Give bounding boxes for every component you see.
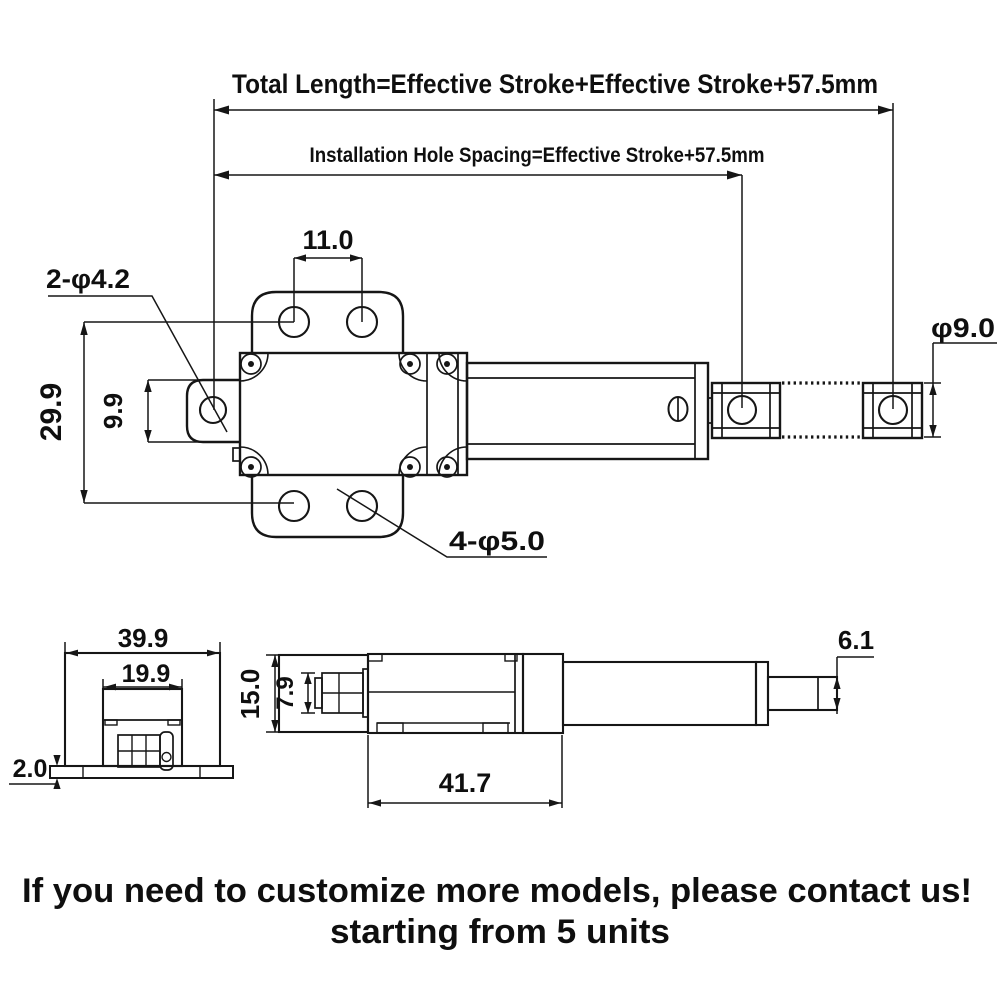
foot [376,722,404,734]
step-notch [167,719,181,726]
wire-connector-stub [232,447,241,462]
footer-line2: starting from 5 units [330,913,670,951]
arrowhead [214,170,229,180]
clevis-block-inner [710,381,782,440]
cylinder-side [561,660,758,727]
dim-label-connector-height: 7.9 [272,676,299,709]
footer-notice: If you need to customize more models, pl… [22,872,972,951]
dim-overall-height: 29.9 [35,321,294,504]
side-view: 15.0 7.9 6.1 41.7 [235,625,874,808]
arrowhead [878,105,893,115]
clevis-block-outer [861,381,924,440]
connector-cap [314,677,323,709]
end-cap-section [521,652,565,735]
dim-label: 4-φ5.0 [449,526,545,556]
footer-line1: If you need to customize more models, pl… [22,872,972,910]
clevis-hole [726,394,758,426]
left-mounting-tab [185,378,240,444]
arrowhead [214,105,229,115]
push-rod [766,675,839,712]
dim-label: 9.9 [98,393,128,429]
arrowhead [727,170,742,180]
formula-dimensions: Total Length=Effective Stroke+Effective … [213,69,894,410]
dim-label: 2-φ4.2 [46,264,130,294]
base-plate [49,765,234,779]
step-notch [104,719,118,726]
dim-bottom-holes: 4-φ5.0 [336,488,547,558]
dim-label: 29.9 [35,383,68,441]
end-view: 39.9 19.9 2.0 [9,623,234,789]
slide-cylinder [465,361,710,461]
cylinder-rails [467,363,696,459]
latch-pin [161,751,172,763]
clevis-hole [877,394,909,426]
connector-grid-lines [118,735,160,767]
top-notch [504,653,518,662]
dim-label-overall-height: 15.0 [235,669,265,720]
side-mount-hole [198,395,228,425]
top-view: 11.0 2-φ4.2 29.9 9.9 4-φ5.0 [35,225,997,558]
stroke-break-dotted-lines [782,381,861,439]
dim-label: 11.0 [302,225,353,255]
mount-hole [345,489,379,523]
cylinder-end-cap [754,660,770,727]
gearbox-side [366,652,525,735]
dim-label-body-length: 41.7 [439,768,492,798]
dim-label: φ9.0 [931,313,995,343]
connector-latch [159,731,174,771]
top-mounting-tab [250,290,405,353]
top-notch [367,653,383,662]
base-plate-splits [82,766,201,778]
dim-label-base-plate: 2.0 [13,755,48,783]
foot [482,722,509,734]
gearbox-body [238,351,469,477]
dim-label-inner-width: 19.9 [122,660,171,688]
dim-side-tab: 9.9 [98,379,234,443]
installation-spacing-note: Installation Hole Spacing=Effective Stro… [310,144,765,167]
bottom-mounting-tab [250,475,405,539]
connector-cells [322,673,363,713]
dim-rod-end-dia: φ9.0 [924,313,997,438]
mount-hole [277,489,311,523]
total-length-note: Total Length=Effective Stroke+Effective … [232,69,878,99]
dim-hole-pitch: 11.0 [293,225,363,322]
dim-top-holes: 2-φ4.2 [46,264,228,433]
dim-label-rod-tip: 6.1 [838,625,874,655]
body-screws [239,352,468,478]
dim-label-overall-width: 39.9 [118,623,169,653]
